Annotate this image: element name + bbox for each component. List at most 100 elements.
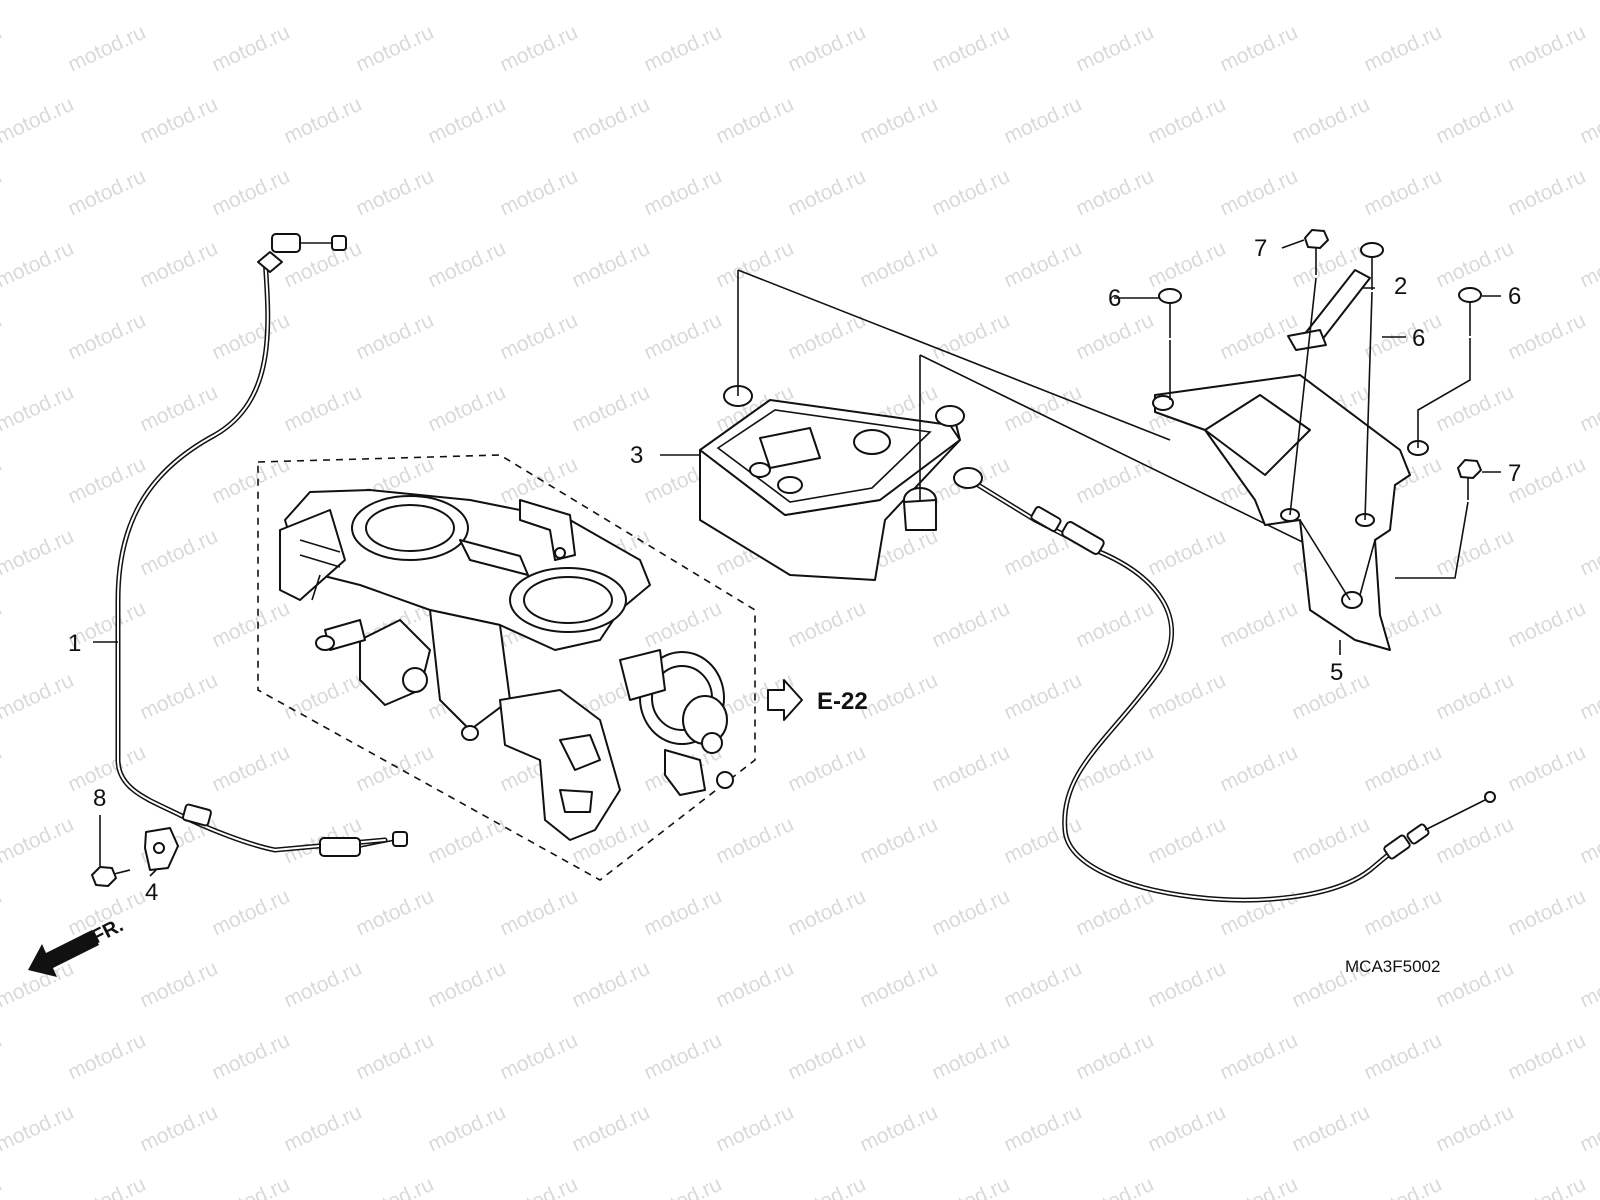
watermark-text: motod.ru — [352, 1173, 437, 1200]
watermark-text: motod.ru — [352, 885, 437, 941]
watermark-text: motod.ru — [280, 1101, 365, 1157]
watermark-text: motod.ru — [1576, 669, 1600, 725]
watermark-text: motod.ru — [136, 237, 221, 293]
watermark-text: motod.ru — [856, 669, 941, 725]
watermark-text: motod.ru — [1504, 1173, 1589, 1200]
watermark-text: motod.ru — [1000, 1101, 1085, 1157]
watermark-text: motod.ru — [0, 669, 77, 725]
watermark-text: motod.ru — [640, 165, 725, 221]
watermark-text: motod.ru — [496, 165, 581, 221]
unit-leader-lines — [737, 269, 1371, 576]
callout-6-right: 6 — [1508, 283, 1521, 310]
watermark-text: motod.ru — [208, 741, 293, 797]
watermark-text: motod.ru — [568, 93, 653, 149]
watermark-text: motod.ru — [1432, 381, 1517, 437]
watermark-text: motod.ru — [1216, 597, 1301, 653]
watermark-text: motod.ru — [280, 669, 365, 725]
watermark-text: motod.ru — [280, 0, 365, 5]
watermark-text: motod.ru — [208, 885, 293, 941]
fastener-leader-lines — [1169, 277, 1471, 579]
reference-label: E-22 — [817, 688, 868, 715]
watermark-text: motod.ru — [136, 525, 221, 581]
watermark-text: motod.ru — [856, 93, 941, 149]
throttle-body-outline — [257, 454, 756, 881]
watermark-text: motod.ru — [1072, 309, 1157, 365]
screw-6-left — [1158, 288, 1182, 338]
callout-3: 3 — [630, 442, 643, 469]
callout-5: 5 — [1330, 659, 1343, 686]
watermark-text: motod.ru — [352, 741, 437, 797]
watermark-text: motod.ru — [496, 1173, 581, 1200]
watermark-text: motod.ru — [1288, 1101, 1373, 1157]
watermark-text: motod.ru — [712, 93, 797, 149]
clip-4 — [144, 827, 179, 871]
watermark-text: motod.ru — [0, 1101, 77, 1157]
watermark-text: motod.ru — [1576, 525, 1600, 581]
watermark-text: motod.ru — [1000, 813, 1085, 869]
watermark-text: motod.ru — [1432, 525, 1517, 581]
screw-6-mid — [1360, 242, 1384, 290]
watermark-text: motod.ru — [784, 1029, 869, 1085]
reference-e22[interactable]: E-22 — [767, 679, 868, 721]
watermark-text: motod.ru — [208, 309, 293, 365]
watermark-text: motod.ru — [352, 165, 437, 221]
watermark-text: motod.ru — [1216, 741, 1301, 797]
watermark-text: motod.ru — [1576, 381, 1600, 437]
watermark-text: motod.ru — [784, 741, 869, 797]
watermark-text: motod.ru — [64, 453, 149, 509]
callout-1: 1 — [68, 630, 81, 657]
callout-labels: 1 2 3 4 5 6 6 6 7 7 8 — [68, 235, 1521, 906]
watermark-text: motod.ru — [496, 885, 581, 941]
watermark-text: motod.ru — [712, 237, 797, 293]
watermark-text: motod.ru — [928, 741, 1013, 797]
watermark-text: motod.ru — [1432, 669, 1517, 725]
watermark-text: motod.ru — [784, 21, 869, 77]
watermark-text: motod.ru — [1576, 0, 1600, 5]
watermark-text: motod.ru — [280, 957, 365, 1013]
watermark-text: motod.ru — [1000, 0, 1085, 5]
arrow-down-left-icon — [28, 930, 99, 977]
watermark-text: motod.ru — [1000, 381, 1085, 437]
watermark-text: motod.ru — [0, 1029, 5, 1085]
watermark-text: motod.ru — [1576, 93, 1600, 149]
callout-6-left: 6 — [1108, 285, 1121, 312]
watermark-text: motod.ru — [1576, 957, 1600, 1013]
cable-tie-2 — [1287, 269, 1371, 351]
watermark-text: motod.ru — [1072, 885, 1157, 941]
watermark-text: motod.ru — [424, 1101, 509, 1157]
watermark-text: motod.ru — [136, 669, 221, 725]
watermark-text: motod.ru — [64, 741, 149, 797]
watermark-text: motod.ru — [568, 1101, 653, 1157]
watermark-text: motod.ru — [424, 237, 509, 293]
watermark-text: motod.ru — [0, 0, 77, 5]
watermark-text: motod.ru — [1216, 165, 1301, 221]
callout-7-right: 7 — [1508, 460, 1521, 487]
watermark-text: motod.ru — [136, 957, 221, 1013]
watermark-text: motod.ru — [1144, 1101, 1229, 1157]
watermark-text: motod.ru — [208, 1029, 293, 1085]
cable-1 — [115, 233, 408, 857]
watermark-text: motod.ru — [136, 381, 221, 437]
watermark-text: motod.ru — [1360, 741, 1445, 797]
watermark-text: motod.ru — [1360, 21, 1445, 77]
watermark-text: motod.ru — [1504, 1029, 1589, 1085]
watermark-text: motod.ru — [640, 309, 725, 365]
bolt-7-top — [1304, 229, 1329, 275]
hollow-arrow-right-icon — [767, 679, 803, 721]
watermark-text: motod.ru — [640, 885, 725, 941]
watermark-text: motod.ru — [1072, 741, 1157, 797]
watermark-text: motod.ru — [1360, 1029, 1445, 1085]
watermark-text: motod.ru — [208, 597, 293, 653]
watermark-text: motod.ru — [1000, 237, 1085, 293]
watermark-text: motod.ru — [280, 93, 365, 149]
watermark-text: motod.ru — [424, 957, 509, 1013]
watermark-text: motod.ru — [1216, 1173, 1301, 1200]
watermark-text: motod.ru — [640, 1029, 725, 1085]
watermark-text: motod.ru — [496, 1029, 581, 1085]
watermark-text: motod.ru — [568, 0, 653, 5]
callout-8: 8 — [93, 785, 106, 812]
watermark-text: motod.ru — [1288, 0, 1373, 5]
watermark-text: motod.ru — [1000, 957, 1085, 1013]
watermark-text: motod.ru — [0, 525, 77, 581]
